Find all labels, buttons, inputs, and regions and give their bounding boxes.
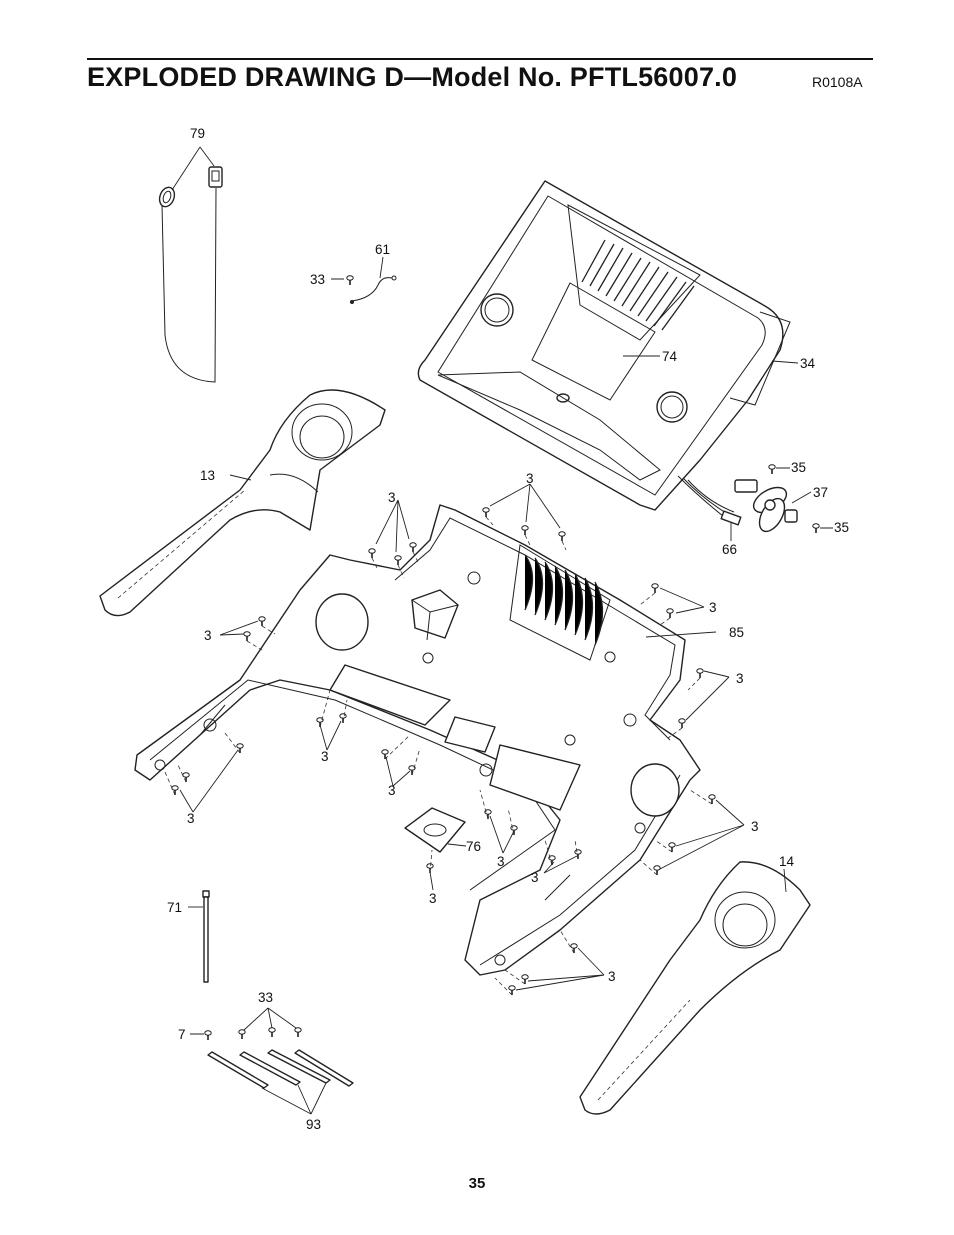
part-34-console (417, 180, 799, 511)
callout-13: 13 (200, 468, 215, 483)
callout-7: 7 (178, 1027, 186, 1042)
part-37-fan (677, 463, 833, 541)
callout-85: 85 (729, 625, 744, 640)
callout-3-k: 3 (531, 870, 539, 885)
callout-33-bottom: 33 (258, 990, 273, 1005)
part-79-cable (158, 146, 223, 383)
callout-14: 14 (779, 854, 795, 869)
callout-3-i: 3 (187, 811, 195, 826)
callout-3-c: 3 (709, 600, 717, 615)
callout-34: 34 (800, 356, 816, 371)
page-number: 35 (468, 1175, 486, 1192)
callout-3-d: 3 (204, 628, 212, 643)
callout-3-b: 3 (388, 490, 396, 505)
part-71-tie (188, 890, 210, 983)
callout-74: 74 (662, 349, 678, 364)
hood-grill (524, 554, 604, 646)
callout-3-g: 3 (388, 783, 396, 798)
callout-35-top: 35 (791, 460, 806, 475)
callout-3-l: 3 (429, 891, 437, 906)
callout-93: 93 (306, 1117, 321, 1132)
callout-61: 61 (375, 242, 390, 257)
part-93-rails (190, 1007, 354, 1115)
part-76-plate (404, 807, 467, 853)
part-13-left-cover (99, 389, 386, 617)
part-14-right-cover (579, 861, 811, 1115)
callout-35-bottom: 35 (834, 520, 849, 535)
callout-labels: 79 61 33 74 34 13 3 3 35 37 35 66 3 85 3… (167, 126, 849, 1132)
callout-3-f: 3 (321, 749, 329, 764)
drawing-code: R0108A (812, 74, 863, 90)
callout-79: 79 (190, 126, 205, 141)
callout-76: 76 (466, 839, 481, 854)
callout-3-a: 3 (526, 471, 534, 486)
part-85-hood (134, 504, 717, 976)
page-title: EXPLODED DRAWING D—Model No. PFTL56007.0 (87, 62, 738, 92)
fastener-screws (164, 483, 745, 996)
console-grill (581, 239, 695, 331)
callout-33-top: 33 (310, 272, 325, 287)
callout-3-j: 3 (497, 854, 505, 869)
callout-37: 37 (813, 485, 828, 500)
callout-3-e: 3 (736, 671, 744, 686)
callout-3-m: 3 (608, 969, 616, 984)
part-61-wire (331, 256, 397, 304)
callout-3-h: 3 (751, 819, 759, 834)
callout-71: 71 (167, 900, 182, 915)
callout-66: 66 (722, 542, 737, 557)
header-rule (87, 58, 873, 60)
